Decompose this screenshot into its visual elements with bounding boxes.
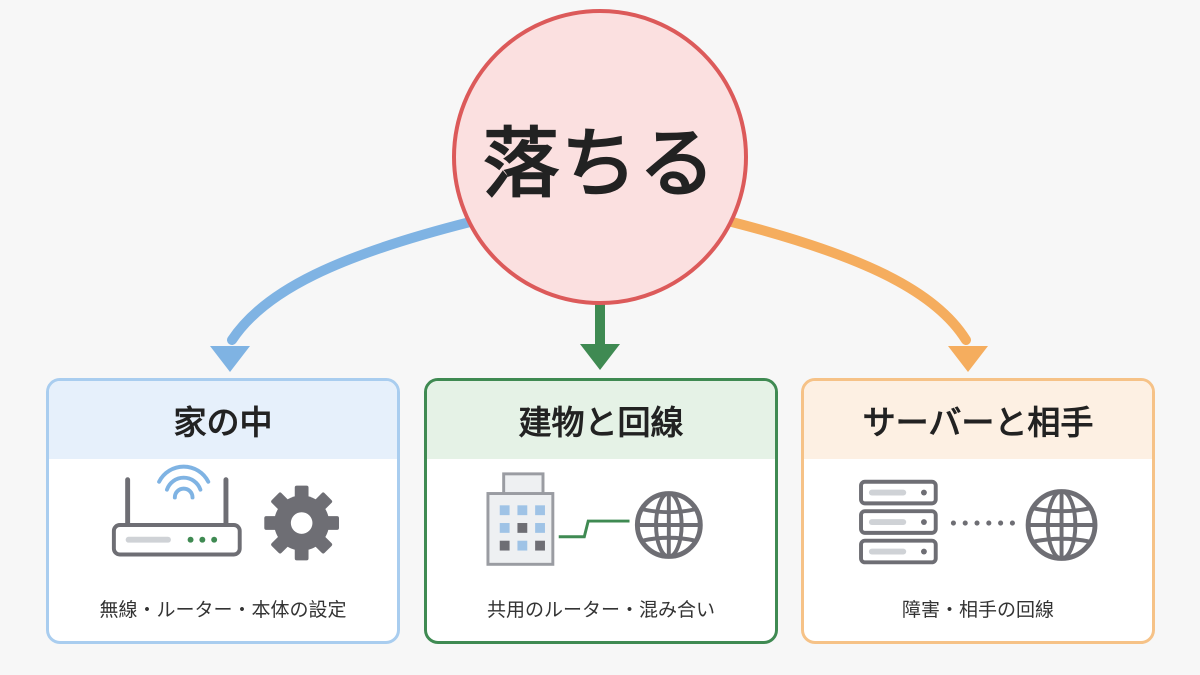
dotted-connection — [950, 520, 1015, 526]
card-server-caption: 障害・相手の回線 — [901, 599, 1054, 621]
server-icon — [859, 479, 938, 565]
card-home-title: 家の中 — [49, 381, 397, 459]
wifi-router-icon — [111, 464, 242, 557]
globe-icon — [634, 491, 703, 559]
center-circle — [452, 9, 748, 305]
arrow-to-home — [210, 217, 475, 372]
globe-icon — [1025, 489, 1098, 561]
card-home-icons — [111, 464, 339, 561]
building-icon — [486, 472, 555, 566]
card-building-caption: 共用のルーター・混み合い — [486, 599, 715, 621]
gear-icon — [264, 485, 339, 561]
center-label: 落ちる — [483, 119, 717, 208]
arrow-to-server — [727, 217, 988, 372]
card-building: 建物と回線 共用のルーター・混み合い — [424, 378, 778, 644]
arrow-to-building — [580, 300, 620, 370]
card-home: 家の中 — [46, 378, 400, 644]
connection-line — [558, 519, 630, 539]
card-building-title: 建物と回線 — [427, 381, 775, 459]
card-building-icons — [486, 472, 703, 566]
card-server: サーバーと相手 障害・相手の回 — [801, 378, 1155, 644]
card-server-title: サーバーと相手 — [804, 381, 1152, 459]
card-home-caption: 無線・ルーター・本体の設定 — [99, 599, 347, 621]
card-server-icons — [859, 479, 1098, 565]
